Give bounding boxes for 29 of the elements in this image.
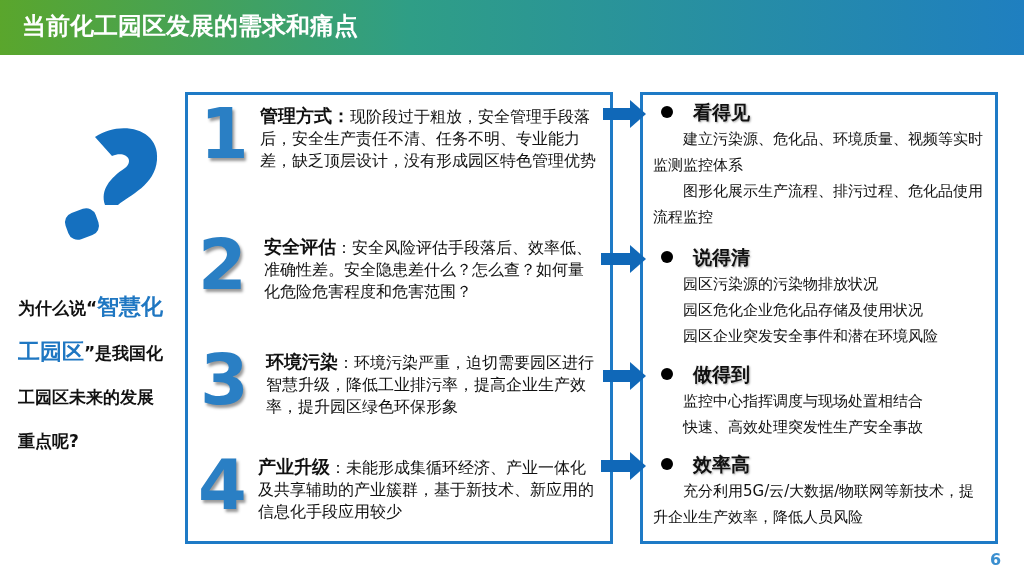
pain-point-text: 管理方式：现阶段过于粗放，安全管理手段落后，安全生产责任不清、任务不明、专业能力差，缺乏顶层设计，没有形成园区特色管理优势 (260, 105, 597, 172)
content-panel (185, 92, 613, 544)
section-text: 园区危化企业危化品存储及使用状况 (682, 300, 924, 321)
step-number: 4 (198, 450, 247, 520)
arrow (601, 245, 646, 273)
section-text: 快速、高效处理突发性生产安全事故 (681, 417, 924, 438)
section-text: 监控中心指挥调度与现场处置相结合 (682, 391, 924, 412)
section-heading: 效率高 (693, 452, 750, 477)
step-number: 1 (200, 99, 249, 169)
content-panel (640, 92, 998, 544)
section-text: 充分利用5G/云/大数据/物联网等新技术，提升企业生产效率，降低人员风险 (653, 481, 976, 528)
section-text: 建立污染源、危化品、环境质量、视频等实时监测监控体系 (653, 129, 984, 176)
section-text: 园区污染源的污染物排放状况 (682, 274, 879, 295)
pain-point-text: 环境污染：环境污染严重，迫切需要园区进行智慧升级，降低工业排污率，提高企业生产效率，提升园区绿色环保形象 (266, 351, 595, 418)
section-heading: 做得到 (693, 362, 750, 387)
section-text: 图形化展示生产流程、排污过程、危化品使用流程监控 (653, 181, 984, 228)
question-text: 为什么说“智慧化工园区”是我国化工园区未来的发展重点呢? (18, 293, 165, 453)
step-number: 2 (198, 230, 247, 300)
arrow (603, 362, 646, 390)
arrow (601, 452, 646, 480)
pain-point-text: 安全评估：安全风险评估手段落后、效率低、准确性差。安全隐患差什么？怎么查？如何量化危险危害程度和危害范围？ (264, 236, 593, 303)
slide-title: 当前化工园区发展的需求和痛点 (22, 11, 358, 42)
section-text: 园区企业突发安全事件和潜在环境风险 (682, 326, 939, 347)
pain-point-text: 产业升级：未能形成集循环经济、产业一体化及共享辅助的产业簇群，基于新技术、新应用的信息化手段应用较少 (258, 456, 595, 523)
section-heading: 看得见 (693, 100, 750, 125)
step-number: 3 (200, 345, 249, 415)
page-number: 6 (990, 550, 1002, 569)
arrow (603, 100, 646, 128)
section-heading: 说得清 (693, 245, 750, 270)
